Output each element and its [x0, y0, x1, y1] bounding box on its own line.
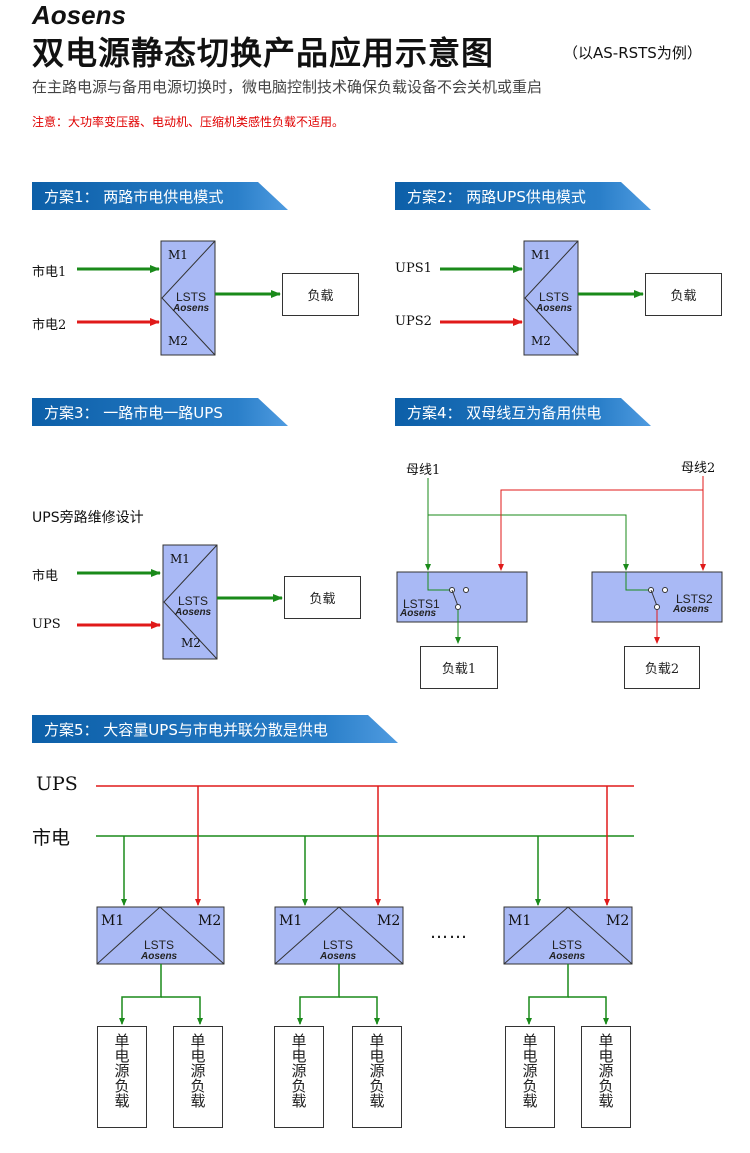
scheme5-b-load2: 单电源负载	[352, 1026, 402, 1128]
scheme1-switch-brand: Aosens	[173, 303, 210, 314]
scheme5-switch-c	[503, 906, 633, 965]
scheme3-m1-label: M1	[170, 552, 190, 566]
scheme5-c-switch-brand: Aosens	[549, 951, 586, 962]
scheme5-b-m1: M1	[279, 913, 303, 929]
scheme3-diagram	[77, 544, 283, 660]
scheme2-diagram	[440, 240, 644, 356]
scheme5-a-switch-label: LSTS	[144, 938, 175, 952]
warning-note: 注意：大功率变压器、电动机、压缩机类感性负载不适用。	[32, 115, 345, 129]
scheme4-bus1-label: 母线1	[406, 463, 441, 478]
scheme2-m2-label: M2	[531, 334, 551, 348]
scheme5-b-m2: M2	[377, 913, 401, 929]
scheme5-a-m1: M1	[101, 913, 125, 929]
scheme3-switch	[162, 544, 218, 660]
scheme5-diagram	[96, 785, 634, 1025]
scheme4-diagram	[396, 476, 723, 644]
scheme1-switch-label: LSTS	[176, 290, 207, 304]
scheme1-input1-label: 市电1	[32, 265, 67, 280]
scheme1-m1-label: M1	[168, 248, 188, 262]
scheme3-load-box: 负载	[284, 576, 361, 619]
page-title: 双电源静态切换产品应用示意图	[32, 34, 495, 72]
scheme2-input2-label: UPS2	[395, 314, 432, 329]
scheme4-switch1-label: LSTS1	[403, 597, 440, 611]
scheme5-c-m1: M1	[508, 913, 532, 929]
scheme5-b-load1: 单电源负载	[274, 1026, 324, 1128]
scheme2-switch-label: LSTS	[539, 290, 570, 304]
scheme5-mains-label: 市电	[32, 827, 71, 849]
scheme1-diagram	[77, 240, 281, 356]
scheme4-bus2-branch	[498, 476, 704, 571]
scheme4-bus2-label: 母线2	[681, 461, 716, 476]
scheme1-m2-label: M2	[168, 334, 188, 348]
scheme5-a-load1: 单电源负载	[97, 1026, 147, 1128]
scheme3-input2-label: UPS	[32, 617, 61, 632]
scheme5-banner: 方案5： 大容量UPS与市电并联分散是供电	[32, 715, 398, 743]
scheme5-a-load2: 单电源负载	[173, 1026, 223, 1128]
scheme5-b-switch-label: LSTS	[323, 938, 354, 952]
brand-logo-text: Aosens	[32, 0, 126, 30]
title-note: （以AS-RSTS为例）	[563, 44, 702, 62]
scheme4-switch1-brand: Aosens	[400, 608, 437, 619]
scheme1-switch	[160, 240, 216, 356]
scheme5-a-switch-brand: Aosens	[141, 951, 178, 962]
scheme4-bus1-branch	[427, 478, 629, 571]
scheme1-banner: 方案1： 两路市电供电模式	[32, 182, 288, 210]
scheme5-c-load2: 单电源负载	[581, 1026, 631, 1128]
scheme4-load1-box: 负载1	[420, 646, 498, 689]
scheme3-switch-label: LSTS	[178, 594, 209, 608]
scheme2-switch	[523, 240, 579, 356]
scheme1-input2-label: 市电2	[32, 318, 67, 333]
scheme5-a-m2: M2	[198, 913, 222, 929]
scheme5-c-switch-label: LSTS	[552, 938, 583, 952]
scheme1-load-box: 负载	[282, 273, 359, 316]
scheme4-load2-box: 负载2	[624, 646, 700, 689]
scheme5-ellipsis: ……	[430, 922, 468, 943]
scheme2-input1-label: UPS1	[395, 261, 432, 276]
scheme5-c-load1: 单电源负载	[505, 1026, 555, 1128]
scheme3-input1-label: 市电	[32, 569, 59, 584]
scheme5-b-switch-brand: Aosens	[320, 951, 357, 962]
scheme5-c-m2: M2	[606, 913, 630, 929]
scheme5-switch-b	[274, 906, 404, 965]
scheme3-m2-label: M2	[181, 636, 201, 650]
page-subtitle: 在主路电源与备用电源切换时，微电脑控制技术确保负载设备不会关机或重启	[32, 78, 543, 96]
scheme4-switch1-box	[396, 571, 528, 623]
scheme2-banner: 方案2： 两路UPS供电模式	[395, 182, 651, 210]
scheme5-ups-label: UPS	[36, 773, 78, 795]
scheme5-switch-a	[96, 906, 225, 965]
scheme4-banner: 方案4： 双母线互为备用供电	[395, 398, 651, 426]
scheme2-m1-label: M1	[531, 248, 551, 262]
scheme4-switch2-label: LSTS2	[676, 592, 713, 606]
scheme4-switch2-brand: Aosens	[673, 604, 710, 615]
scheme3-banner: 方案3： 一路市电一路UPS	[32, 398, 288, 426]
scheme3-caption: UPS旁路维修设计	[32, 510, 144, 526]
scheme2-load-box: 负载	[645, 273, 722, 316]
scheme3-switch-brand: Aosens	[175, 607, 212, 618]
scheme2-switch-brand: Aosens	[536, 303, 573, 314]
